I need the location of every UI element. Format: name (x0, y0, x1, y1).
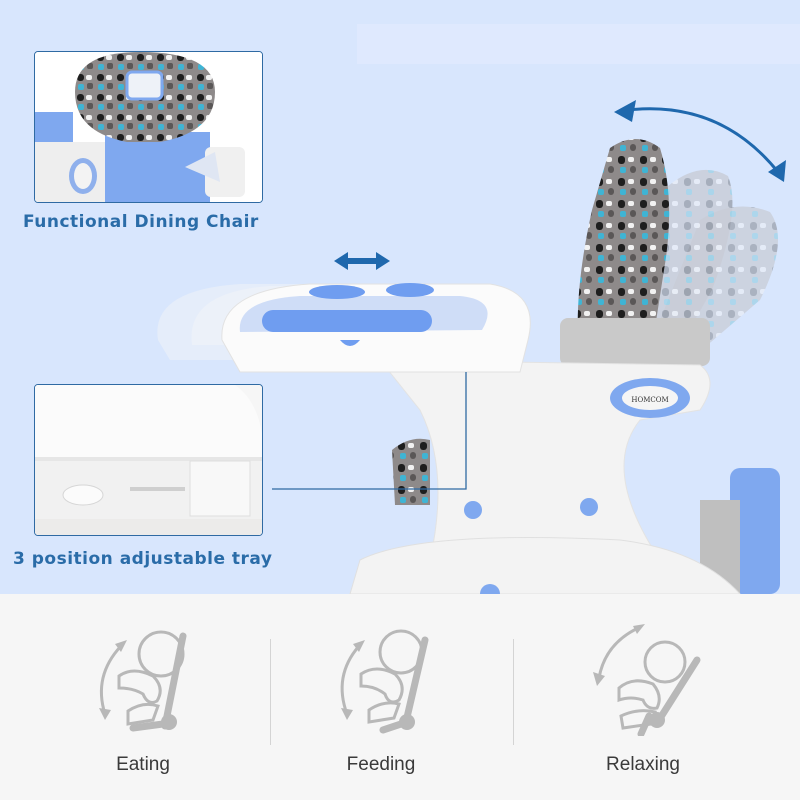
recline-relaxing-icon (593, 624, 701, 736)
dining-chair-closeup-image (35, 52, 262, 202)
tray-closeup-image (35, 385, 262, 535)
svg-text:HOMCOM: HOMCOM (631, 396, 668, 404)
mode-label-eating: Eating (116, 754, 170, 775)
tray-inset (34, 384, 263, 536)
mode-label-feeding: Feeding (346, 754, 416, 775)
high-chair-illustration: HOMCOM (157, 100, 786, 594)
product-hero: HOMCOM (13, 24, 800, 594)
mode-divider (513, 639, 514, 745)
mode-feeding: Feeding (248, 594, 514, 800)
mode-relaxing: Relaxing (510, 594, 776, 800)
recline-feeding-icon (340, 629, 429, 734)
recline-eating-icon (99, 630, 187, 732)
mode-divider (270, 639, 271, 745)
recline-arrow-icon (627, 107, 780, 173)
mode-label-relaxing: Relaxing (606, 754, 680, 775)
recline-modes-panel: Eating Feeding (0, 594, 800, 800)
dining-chair-caption: Functional Dining Chair (23, 212, 259, 232)
slide-arrow-icon (334, 252, 390, 270)
background-highlight (357, 24, 800, 64)
dining-chair-inset (34, 51, 263, 203)
tray-caption: 3 position adjustable tray (13, 549, 273, 569)
mode-eating: Eating (10, 594, 276, 800)
